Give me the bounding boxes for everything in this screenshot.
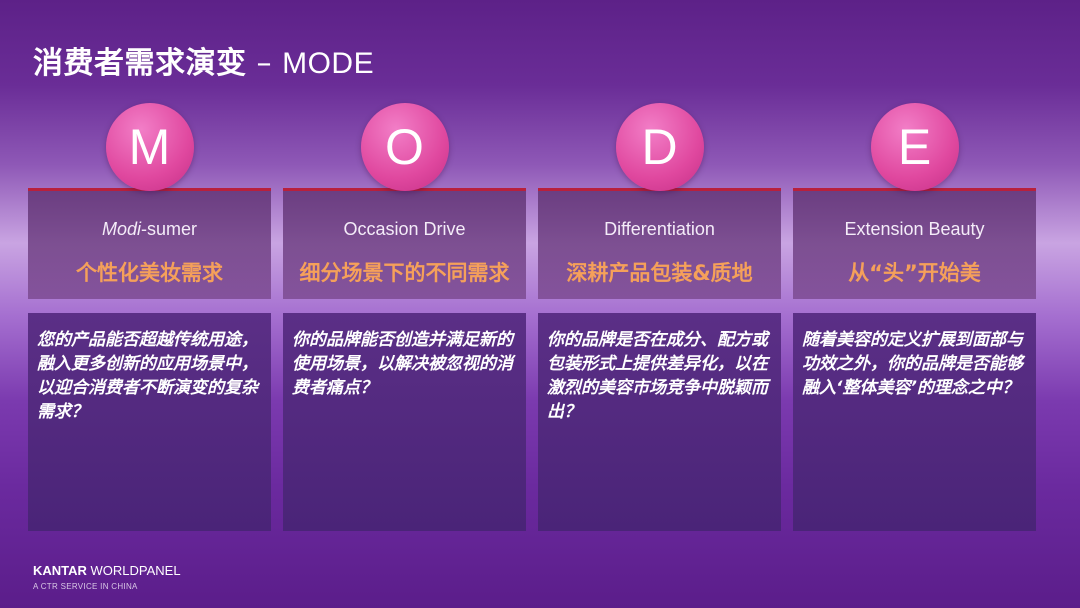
question-text: 你的品牌能否创造并满足新的使用场景，以解决被忽视的消费者痛点？ <box>292 330 513 398</box>
question-card: 你的品牌是否在成分、配方或包装形式上提供差异化，以在激烈的美容市场竞争中脱颖而出… <box>538 313 781 531</box>
brand-tagline: A CTR SERVICE IN CHINA <box>33 582 138 591</box>
brand-kantar: KANTAR <box>33 563 87 578</box>
brand-worldpanel: WORLDPANEL <box>86 563 181 578</box>
concept-subtitle: Modi-sumer <box>28 219 271 240</box>
concept-subtitle: Extension Beauty <box>793 219 1036 240</box>
title-separator: – <box>246 46 283 81</box>
question-text: 你的品牌是否在成分、配方或包装形式上提供差异化，以在激烈的美容市场竞争中脱颖而出… <box>547 330 768 422</box>
subtitle-italic: Modi <box>101 219 141 239</box>
title-mode: MODE <box>282 47 375 80</box>
brand-logo: KANTAR WORLDPANEL <box>33 563 181 578</box>
mode-column-e: E Extension Beauty 从“头”开始美 随着美容的定义扩展到面部与… <box>793 0 1036 608</box>
concept-card: Differentiation 深耕产品包装&质地 <box>538 188 781 299</box>
subtitle-text: Extension Beauty <box>844 219 985 239</box>
mode-column-d: D Differentiation 深耕产品包装&质地 你的品牌是否在成分、配方… <box>538 0 781 608</box>
letter-circle: D <box>615 103 704 191</box>
concept-subtitle: Occasion Drive <box>283 219 526 240</box>
subtitle-text: Occasion Drive <box>343 219 466 239</box>
concept-chinese-label: 从“头”开始美 <box>848 261 981 285</box>
concept-subtitle: Differentiation <box>538 219 781 240</box>
concept-chinese-label: 深耕产品包装&质地 <box>566 261 753 285</box>
question-card: 随着美容的定义扩展到面部与功效之外，你的品牌是否能够融入‘整体美容’的理念之中？ <box>793 313 1036 531</box>
concept-card: Modi-sumer 个性化美妆需求 <box>28 188 271 299</box>
title-main: 消费者需求演变 <box>33 46 247 81</box>
question-card: 您的产品能否超越传统用途，融入更多创新的应用场景中，以迎合消费者不断演变的复杂需… <box>28 313 271 531</box>
mode-column-m: M Modi-sumer 个性化美妆需求 您的产品能否超越传统用途，融入更多创新… <box>28 0 271 608</box>
page-title: 消费者需求演变 – MODE <box>33 38 374 82</box>
concept-chinese-label: 个性化美妆需求 <box>76 261 223 285</box>
mode-column-o: O Occasion Drive 细分场景下的不同需求 你的品牌能否创造并满足新… <box>283 0 526 608</box>
subtitle-text: Differentiation <box>604 219 715 239</box>
question-card: 你的品牌能否创造并满足新的使用场景，以解决被忽视的消费者痛点？ <box>283 313 526 531</box>
letter-circle: M <box>105 103 194 191</box>
concept-card: Extension Beauty 从“头”开始美 <box>793 188 1036 299</box>
concept-chinese-label: 细分场景下的不同需求 <box>299 261 510 285</box>
letter-circle: O <box>360 103 449 191</box>
question-text: 随着美容的定义扩展到面部与功效之外，你的品牌是否能够融入‘整体美容’的理念之中？ <box>802 330 1023 398</box>
letter-circle: E <box>870 103 959 191</box>
question-text: 您的产品能否超越传统用途，融入更多创新的应用场景中，以迎合消费者不断演变的复杂需… <box>37 330 258 422</box>
subtitle-text: -sumer <box>141 219 198 239</box>
concept-card: Occasion Drive 细分场景下的不同需求 <box>283 188 526 299</box>
